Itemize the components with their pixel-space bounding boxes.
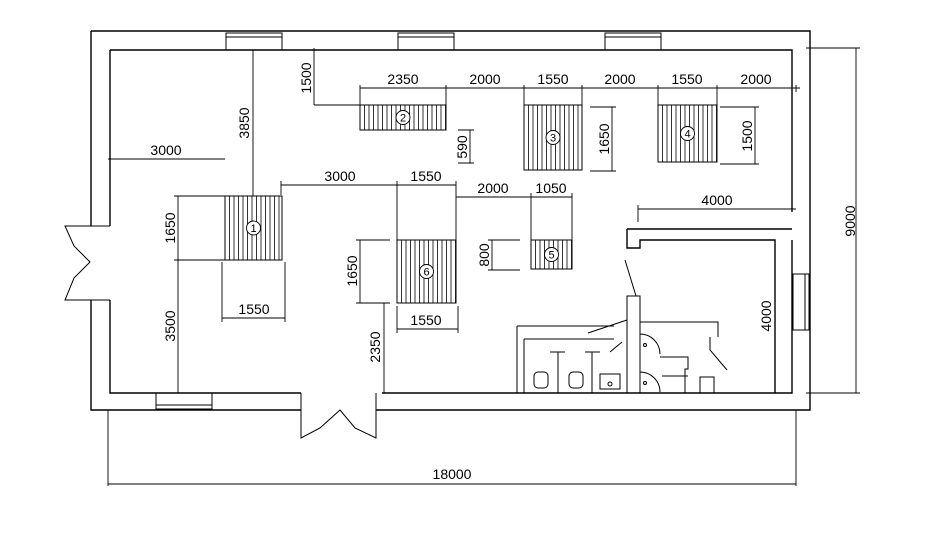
window-top-1 — [225, 32, 283, 51]
washroom-block — [516, 228, 792, 394]
dim-4000-right: 4000 — [758, 300, 774, 331]
dim-2350-top: 2350 — [387, 71, 418, 87]
window-top-3 — [604, 32, 662, 51]
dim-2350-bottom: 2350 — [367, 331, 383, 362]
pen-number-label: 2 — [400, 113, 406, 125]
pen-4: 4 — [657, 104, 718, 163]
pen-number-circle — [545, 130, 561, 145]
doors — [64, 225, 377, 439]
dim-3000-left: 3000 — [150, 142, 181, 158]
pen-outline — [396, 239, 457, 304]
pen-outline — [523, 104, 583, 171]
bottom-door — [300, 409, 377, 439]
dim-800: 800 — [476, 243, 492, 267]
dim-3500: 3500 — [162, 310, 178, 341]
pen-outline — [359, 104, 447, 131]
pen-6: 6 — [396, 239, 457, 304]
pen-outline — [224, 195, 283, 261]
left-door — [64, 225, 91, 301]
dim-overall-depth: 9000 — [842, 205, 858, 236]
window-top-2 — [397, 32, 455, 51]
pens: 1 2 3 4 5 6 — [224, 104, 718, 304]
dim-overall-width: 18000 — [433, 466, 472, 482]
dim-2000-mid: 2000 — [477, 180, 508, 196]
window-bottom-1 — [155, 392, 213, 410]
pen-number-label: 5 — [548, 250, 554, 262]
pen-5: 5 — [530, 239, 573, 270]
dim-1050: 1050 — [535, 180, 566, 196]
dim-1500-pen4: 1500 — [739, 120, 755, 151]
pen-outline — [530, 239, 573, 270]
dimension-labels: 18000 9000 3850 1500 2350 2000 1550 2000… — [150, 62, 858, 482]
dim-1650-pen6: 1650 — [344, 255, 360, 286]
pen-number-circle — [544, 247, 559, 262]
pen-1: 1 — [224, 195, 283, 261]
dim-2000-c: 2000 — [740, 71, 771, 87]
pen-number-circle — [246, 220, 261, 236]
windows — [155, 32, 810, 410]
building-walls — [90, 30, 811, 411]
pen-number-circle — [680, 126, 695, 141]
dim-1500-top: 1500 — [298, 62, 314, 93]
pen-2: 2 — [359, 104, 447, 131]
dim-1650-pen3: 1650 — [596, 123, 612, 154]
dim-4000-top: 4000 — [701, 192, 732, 208]
pen-number-circle — [395, 110, 411, 125]
dim-1550-b: 1550 — [671, 71, 702, 87]
window-right-1 — [792, 273, 810, 331]
pen-number-label: 3 — [550, 133, 556, 145]
pen-number-circle — [419, 264, 434, 279]
pen-number-label: 4 — [684, 129, 690, 141]
dim-1550-mid: 1550 — [410, 168, 441, 184]
dim-590: 590 — [454, 135, 470, 159]
dim-1550-pen6: 1550 — [410, 312, 441, 328]
dim-3000-mid: 3000 — [324, 168, 355, 184]
dimension-lines — [107, 47, 860, 486]
dim-1650-left: 1650 — [162, 212, 178, 243]
dim-1550-pen1: 1550 — [238, 301, 269, 317]
pen-number-label: 6 — [423, 267, 429, 279]
dim-1550-a: 1550 — [537, 71, 568, 87]
dim-2000-b: 2000 — [604, 71, 635, 87]
dim-2000-a: 2000 — [469, 71, 500, 87]
dim-3850: 3850 — [236, 107, 252, 138]
pen-number-label: 1 — [250, 223, 256, 235]
pen-outline — [657, 104, 718, 163]
pen-3: 3 — [523, 104, 583, 171]
